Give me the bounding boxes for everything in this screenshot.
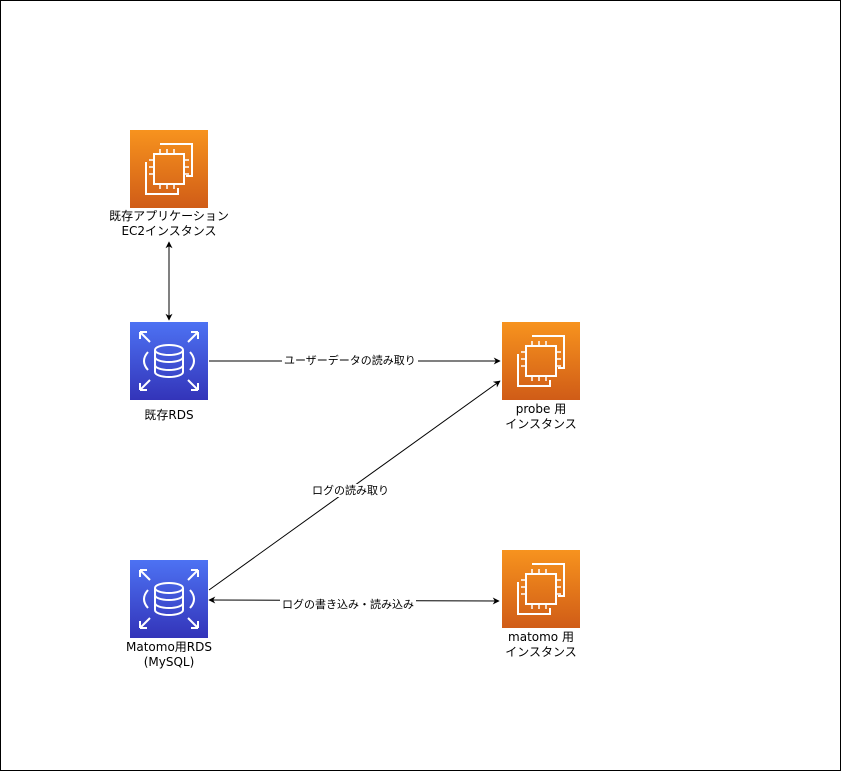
ec2-matomo-label: matomo 用 インスタンス: [505, 630, 577, 659]
rds-matomo-label: Matomo用RDS (MySQL): [126, 640, 212, 669]
rds-icon: [139, 331, 199, 391]
ec2-existing-node: [130, 130, 208, 208]
rds-matomo-node: [130, 560, 208, 638]
rds-existing-node: [130, 322, 208, 400]
ec2-icon: [517, 563, 565, 615]
edge-label-rds-to-probe: ユーザーデータの読み取り: [282, 354, 418, 367]
ec2-existing-label: 既存アプリケーション EC2インスタンス: [109, 209, 229, 238]
rds-existing-label: 既存RDS: [144, 408, 194, 422]
ec2-matomo-node: [502, 550, 580, 628]
ec2-probe-node: [502, 322, 580, 400]
ec2-icon: [517, 335, 565, 387]
ec2-icon: [145, 143, 193, 195]
ec2-probe-label: probe 用 インスタンス: [505, 402, 577, 431]
edge-label-matomo-rds-to-probe: ログの読み取り: [310, 484, 391, 497]
edge-label-matomo-rds-matomo: ログの書き込み・読み込み: [280, 598, 416, 611]
rds-icon: [139, 569, 199, 629]
